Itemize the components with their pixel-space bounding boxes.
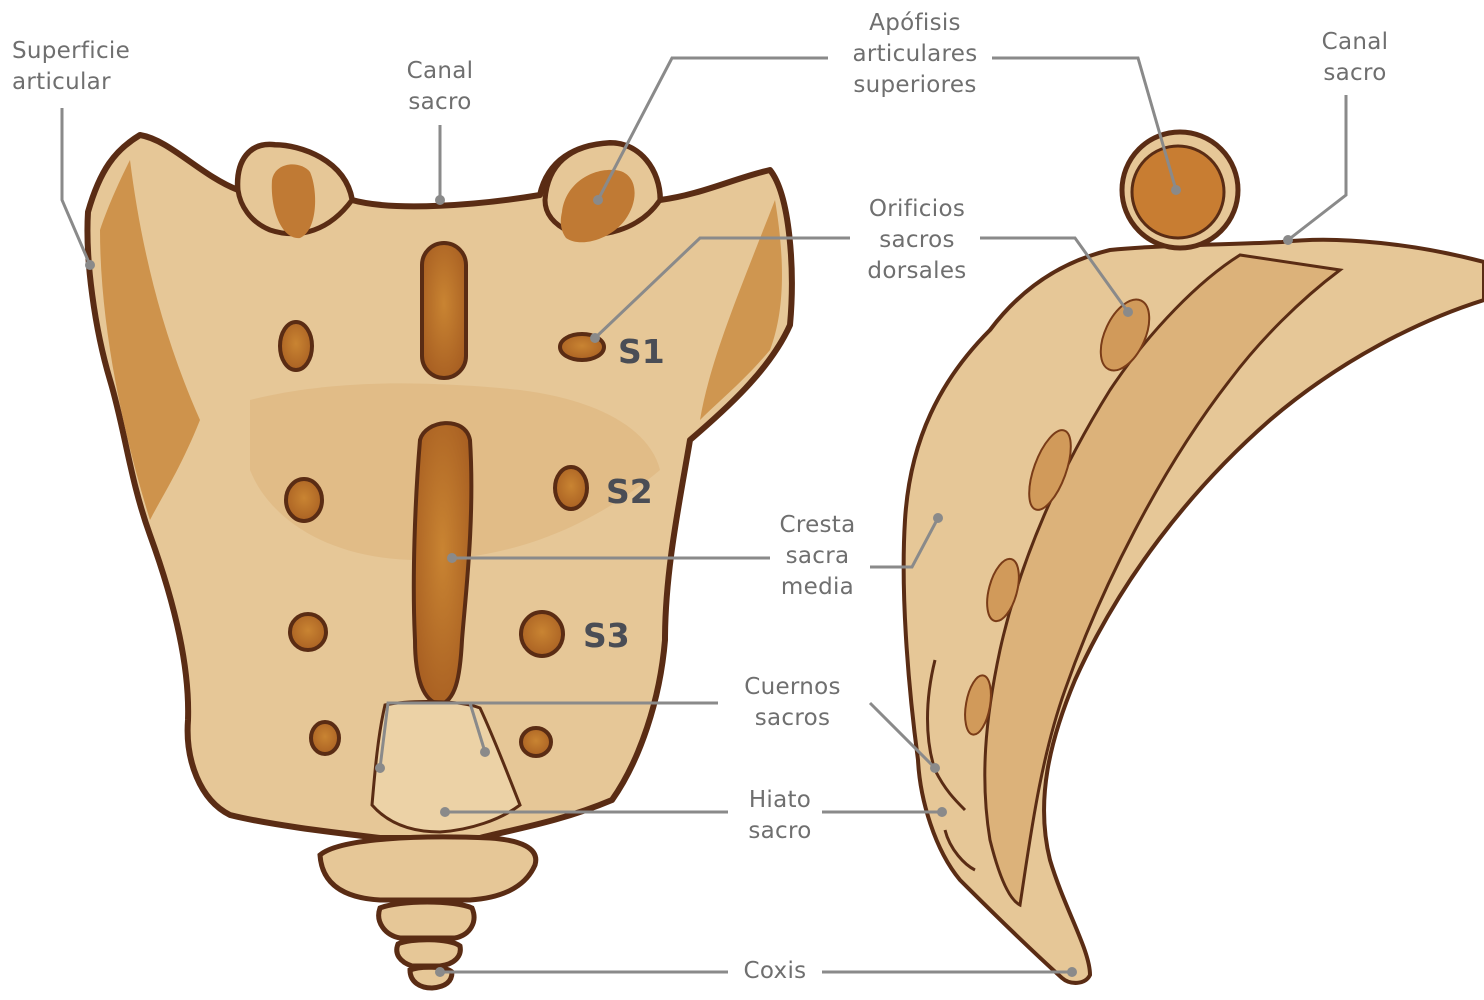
foramen-left-4 (311, 722, 339, 754)
label-cuernos: Cuernos sacros (730, 672, 855, 734)
label-apofisis: Apófisis articulares superiores (835, 8, 995, 101)
leader-canal-sacro-side (1288, 95, 1346, 240)
coccyx-segment-3 (397, 940, 461, 966)
label-superficie-articular: Superficie articular (12, 36, 130, 98)
coccyx-segment-4 (410, 967, 452, 988)
sacrum-lateral-view (904, 132, 1484, 983)
foramen-left-2 (286, 479, 322, 521)
vertebra-level-s2: S2 (606, 472, 653, 511)
label-coxis: Coxis (730, 956, 820, 987)
foramen-right-3 (521, 612, 563, 656)
label-canal-sacro-side: Canal sacro (1310, 27, 1400, 89)
foramen-right-4 (521, 728, 551, 756)
vertebra-level-s1: S1 (618, 332, 665, 371)
coccyx-segment-2 (379, 902, 474, 938)
vertebra-level-s3: S3 (583, 616, 630, 655)
label-hiato: Hiato sacro (735, 785, 825, 847)
label-orificios: Orificios sacros dorsales (847, 194, 987, 287)
foramen-right-2 (555, 467, 587, 509)
sacrum-posterior-view (87, 135, 791, 988)
foramen-left-3 (290, 614, 326, 650)
label-cresta: Cresta sacra media (770, 510, 865, 603)
label-canal-sacro-front: Canal sacro (395, 56, 485, 118)
canal-opening-upper (422, 243, 466, 378)
foramen-left-1 (280, 322, 312, 370)
coccyx-segment-1 (320, 837, 536, 900)
